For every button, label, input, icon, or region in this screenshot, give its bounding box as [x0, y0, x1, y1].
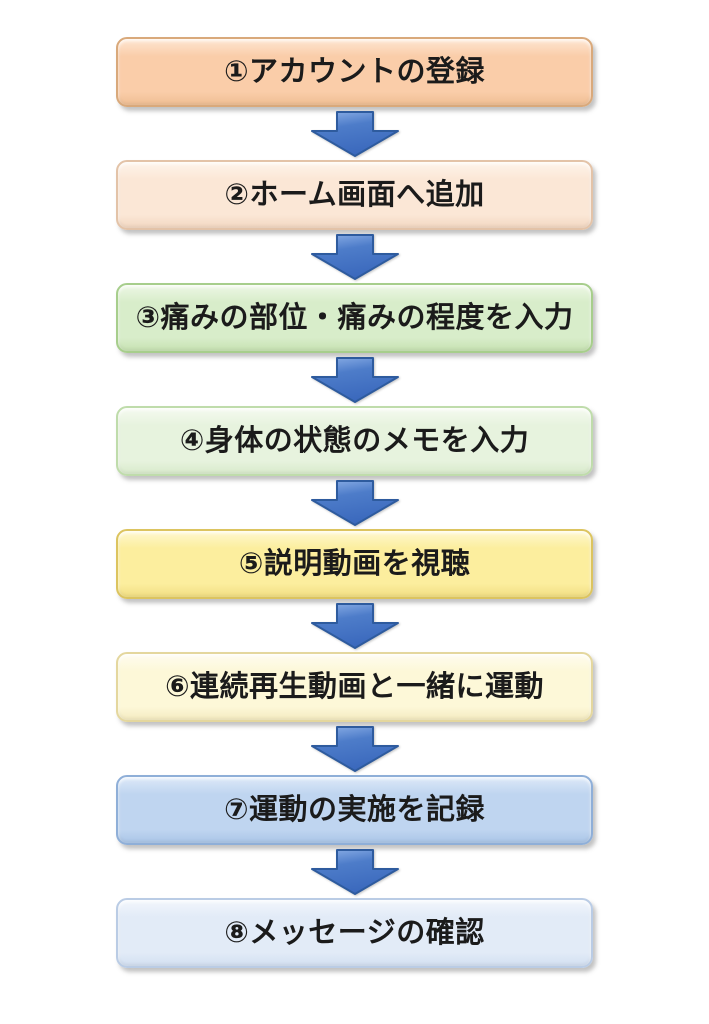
flow-step-label: ⑦運動の実施を記録: [223, 793, 486, 826]
flow-step-box: ⑧メッセージの確認: [116, 898, 593, 968]
flow-step-box: ⑦運動の実施を記録: [116, 775, 593, 845]
flow-step: ④身体の状態のメモを入力: [116, 406, 593, 529]
flow-arrow-container: [310, 353, 400, 406]
flow-step-label: ③痛みの部位・痛みの程度を入力: [135, 301, 574, 334]
flow-step-label: ⑧メッセージの確認: [224, 916, 485, 949]
down-arrow-icon: [310, 479, 399, 526]
flowchart: ①アカウントの登録 ②ホーム画面へ追加 ③痛みの部位・痛みの程度を入力: [0, 37, 709, 968]
flow-step-box: ⑤説明動画を視聴: [116, 529, 593, 599]
flow-step-label: ④身体の状態のメモを入力: [179, 424, 530, 457]
flow-step-box: ②ホーム画面へ追加: [116, 160, 593, 230]
down-arrow-icon: [310, 848, 399, 895]
flow-step-box: ③痛みの部位・痛みの程度を入力: [116, 283, 593, 353]
flow-arrow-container: [310, 230, 400, 283]
flow-step: ①アカウントの登録: [116, 37, 593, 160]
down-arrow-icon: [310, 356, 399, 403]
flow-step: ⑥連続再生動画と一緒に運動: [116, 652, 593, 775]
flow-step: ③痛みの部位・痛みの程度を入力: [116, 283, 593, 406]
flow-arrow-container: [310, 599, 400, 652]
down-arrow-icon: [310, 725, 399, 772]
flow-step-box: ⑥連続再生動画と一緒に運動: [116, 652, 593, 722]
flow-step: ⑧メッセージの確認: [116, 898, 593, 968]
flow-arrow-container: [310, 476, 400, 529]
down-arrow-icon: [310, 233, 399, 280]
flow-step: ⑤説明動画を視聴: [116, 529, 593, 652]
flow-step-label: ⑤説明動画を視聴: [238, 547, 471, 580]
flow-step-label: ①アカウントの登録: [223, 55, 486, 88]
flow-step-label: ⑥連続再生動画と一緒に運動: [164, 670, 545, 703]
flow-step-box: ④身体の状態のメモを入力: [116, 406, 593, 476]
down-arrow-icon: [310, 602, 399, 649]
flow-step: ⑦運動の実施を記録: [116, 775, 593, 898]
flow-arrow-container: [310, 845, 400, 898]
flow-step-label: ②ホーム画面へ追加: [224, 178, 485, 211]
down-arrow-icon: [310, 110, 399, 157]
flow-step-box: ①アカウントの登録: [116, 37, 593, 107]
flow-arrow-container: [310, 722, 400, 775]
flow-arrow-container: [310, 107, 400, 160]
flow-step: ②ホーム画面へ追加: [116, 160, 593, 283]
